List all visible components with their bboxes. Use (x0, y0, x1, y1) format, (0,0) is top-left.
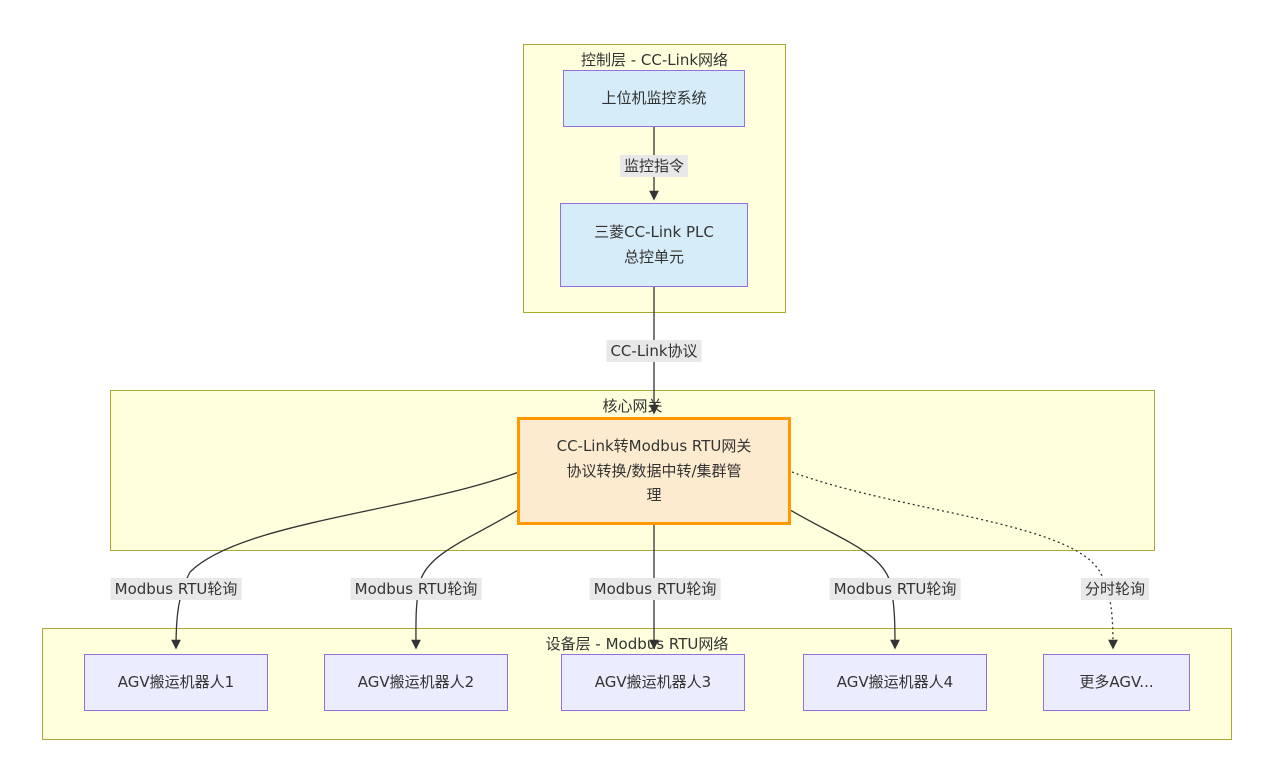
node-agv1: AGV搬运机器人1 (84, 654, 268, 711)
node-agv-more-label: 更多AGV... (1079, 673, 1154, 692)
edge-label-poll2: Modbus RTU轮询 (350, 578, 482, 601)
node-agv4: AGV搬运机器人4 (803, 654, 987, 711)
cluster-device-layer-title: 设备层 - Modbus RTU网络 (545, 635, 729, 653)
node-gateway-label-line3: 理 (646, 486, 662, 505)
node-agv2-label: AGV搬运机器人2 (357, 673, 475, 692)
node-agv-more: 更多AGV... (1043, 654, 1190, 711)
node-plc: 三菱CC-Link PLC 总控单元 (560, 203, 748, 287)
edge-label-poll1: Modbus RTU轮询 (110, 578, 242, 601)
node-gateway: CC-Link转Modbus RTU网关 协议转换/数据中转/集群管 理 (517, 417, 791, 525)
edge-label-cclink-protocol: CC-Link协议 (606, 340, 702, 363)
node-agv3: AGV搬运机器人3 (561, 654, 745, 711)
node-agv3-label: AGV搬运机器人3 (594, 673, 712, 692)
edge-label-timeshare-poll: 分时轮询 (1080, 578, 1150, 601)
node-agv1-label: AGV搬运机器人1 (117, 673, 235, 692)
node-gateway-label-line1: CC-Link转Modbus RTU网关 (556, 436, 752, 455)
edge-label-monitor-cmd: 监控指令 (619, 155, 689, 178)
edge-label-poll3: Modbus RTU轮询 (589, 578, 721, 601)
cluster-core-gateway-title: 核心网关 (602, 397, 663, 415)
node-scada: 上位机监控系统 (563, 70, 745, 127)
node-plc-label-line1: 三菱CC-Link PLC (594, 223, 714, 242)
node-gateway-label-line2: 协议转换/数据中转/集群管 (566, 461, 742, 480)
node-scada-label: 上位机监控系统 (601, 89, 707, 108)
edge-label-poll4: Modbus RTU轮询 (829, 578, 961, 601)
cluster-control-layer-title: 控制层 - CC-Link网络 (580, 51, 729, 69)
node-plc-label-line2: 总控单元 (623, 248, 684, 266)
node-agv2: AGV搬运机器人2 (324, 654, 508, 711)
node-agv4-label: AGV搬运机器人4 (836, 673, 954, 692)
